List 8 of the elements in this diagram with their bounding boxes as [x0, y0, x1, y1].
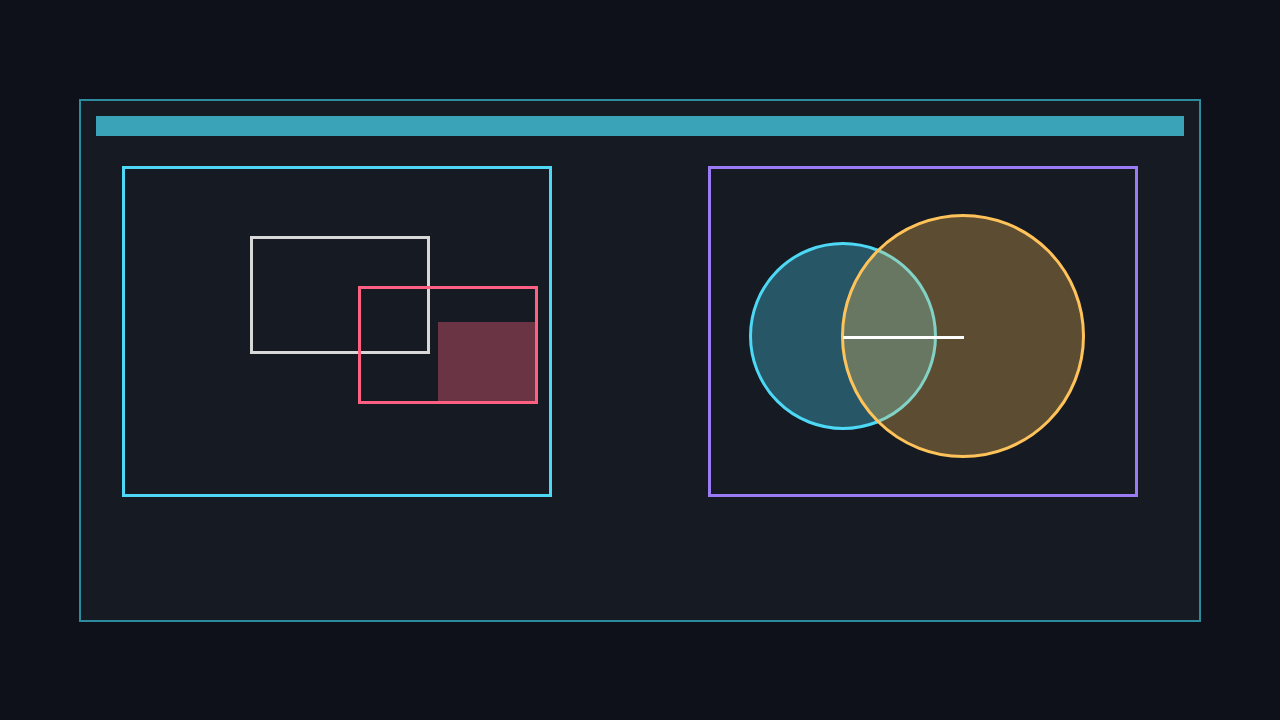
- outline-rectangle: [250, 236, 430, 354]
- filled-rectangle: [438, 322, 535, 401]
- header-bar: [96, 116, 1184, 136]
- circle: [841, 214, 1085, 458]
- outline-rectangle: [358, 286, 538, 404]
- frame: [122, 166, 552, 497]
- outer-panel: [79, 99, 1201, 622]
- frame: [708, 166, 1138, 497]
